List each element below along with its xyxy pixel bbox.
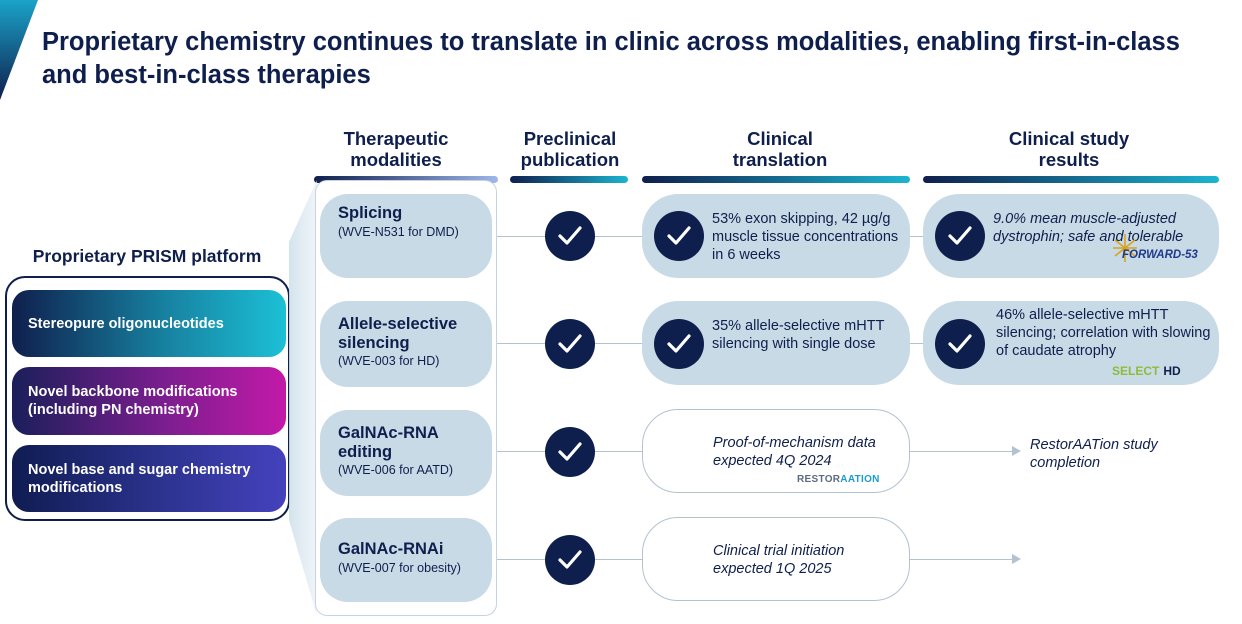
chemistry-stereopure: Stereopure oligonucleotides [12, 290, 286, 357]
platform-title: Proprietary PRISM platform [32, 246, 262, 266]
modality-name: GalNAc-RNA editing [338, 424, 439, 461]
program-name: (WVE-006 for AATD) [338, 463, 454, 477]
translation-text-2: 35% allele-selective mHTT silencing with… [712, 318, 885, 352]
platform-connector [289, 180, 317, 616]
restoraation-logo: RESTORAATION [797, 474, 880, 485]
column-header-modalities: Therapeutic modalities [343, 128, 449, 170]
column-header-preclinical: Preclinical publication [520, 128, 620, 170]
corner-accent [0, 0, 38, 100]
arrow-row-3 [1012, 446, 1021, 456]
result-text-2: 46% allele-selective mHTT silencing; cor… [996, 307, 1211, 359]
chemistry-base-sugar: Novel base and sugar chemistry modificat… [12, 445, 286, 512]
check-icon [654, 319, 704, 369]
modality-name: GalNAc-RNAi [338, 540, 444, 558]
column-header-translation: Clinical translation [732, 128, 828, 170]
logo-text: RESTOR [797, 474, 841, 485]
forward-53-logo: FORWARD-53 [1122, 249, 1198, 261]
check-icon [935, 319, 985, 369]
header-bar-translation [642, 176, 910, 183]
forward-53-logo-icon [1113, 234, 1137, 262]
column-header-results: Clinical study results [1008, 128, 1130, 170]
modality-name: Splicing [338, 204, 403, 222]
check-icon [654, 211, 704, 261]
translation-text-3: Proof-of-mechanism data expected 4Q 2024 [713, 435, 876, 469]
logo-text: SELECT [1112, 364, 1160, 378]
chemistry-backbone: Novel backbone modifications (including … [12, 367, 286, 435]
check-icon [545, 535, 595, 585]
header-bar-preclinical [510, 176, 628, 183]
header-bar-modalities [314, 176, 498, 183]
modality-allele-selective: Allele-selective silencing (WVE-003 for … [320, 301, 492, 387]
check-icon [545, 427, 595, 477]
page-title: Proprietary chemistry continues to trans… [42, 28, 1180, 89]
logo-text: HD [1163, 364, 1181, 378]
modality-galnac-rna-editing: GalNAc-RNA editing (WVE-006 for AATD) [320, 410, 492, 496]
translation-pill-4 [642, 517, 910, 601]
program-name: (WVE-N531 for DMD) [338, 224, 459, 239]
arrow-row-4 [1012, 554, 1021, 564]
result-text-3: RestorAATion study completion [1030, 437, 1158, 471]
logo-text: AATION [840, 474, 880, 485]
program-name: (WVE-003 for HD) [338, 354, 440, 368]
modality-name: Allele-selective silencing [338, 315, 458, 352]
modality-splicing: Splicing (WVE-N531 for DMD) [320, 194, 492, 278]
check-icon [935, 211, 985, 261]
header-bar-results [923, 176, 1219, 183]
translation-pill-3 [642, 409, 910, 493]
program-name: (WVE-007 for obesity) [338, 560, 461, 575]
check-icon [545, 319, 595, 369]
check-icon [545, 211, 595, 261]
translation-text-1: 53% exon skipping, 42 µg/g muscle tissue… [712, 211, 899, 263]
translation-text-4: Clinical trial initiation expected 1Q 20… [713, 543, 845, 577]
modality-galnac-rnai: GalNAc-RNAi (WVE-007 for obesity) [320, 518, 492, 602]
result-text-1: 9.0% mean muscle-adjusted dystrophin; sa… [993, 211, 1184, 245]
